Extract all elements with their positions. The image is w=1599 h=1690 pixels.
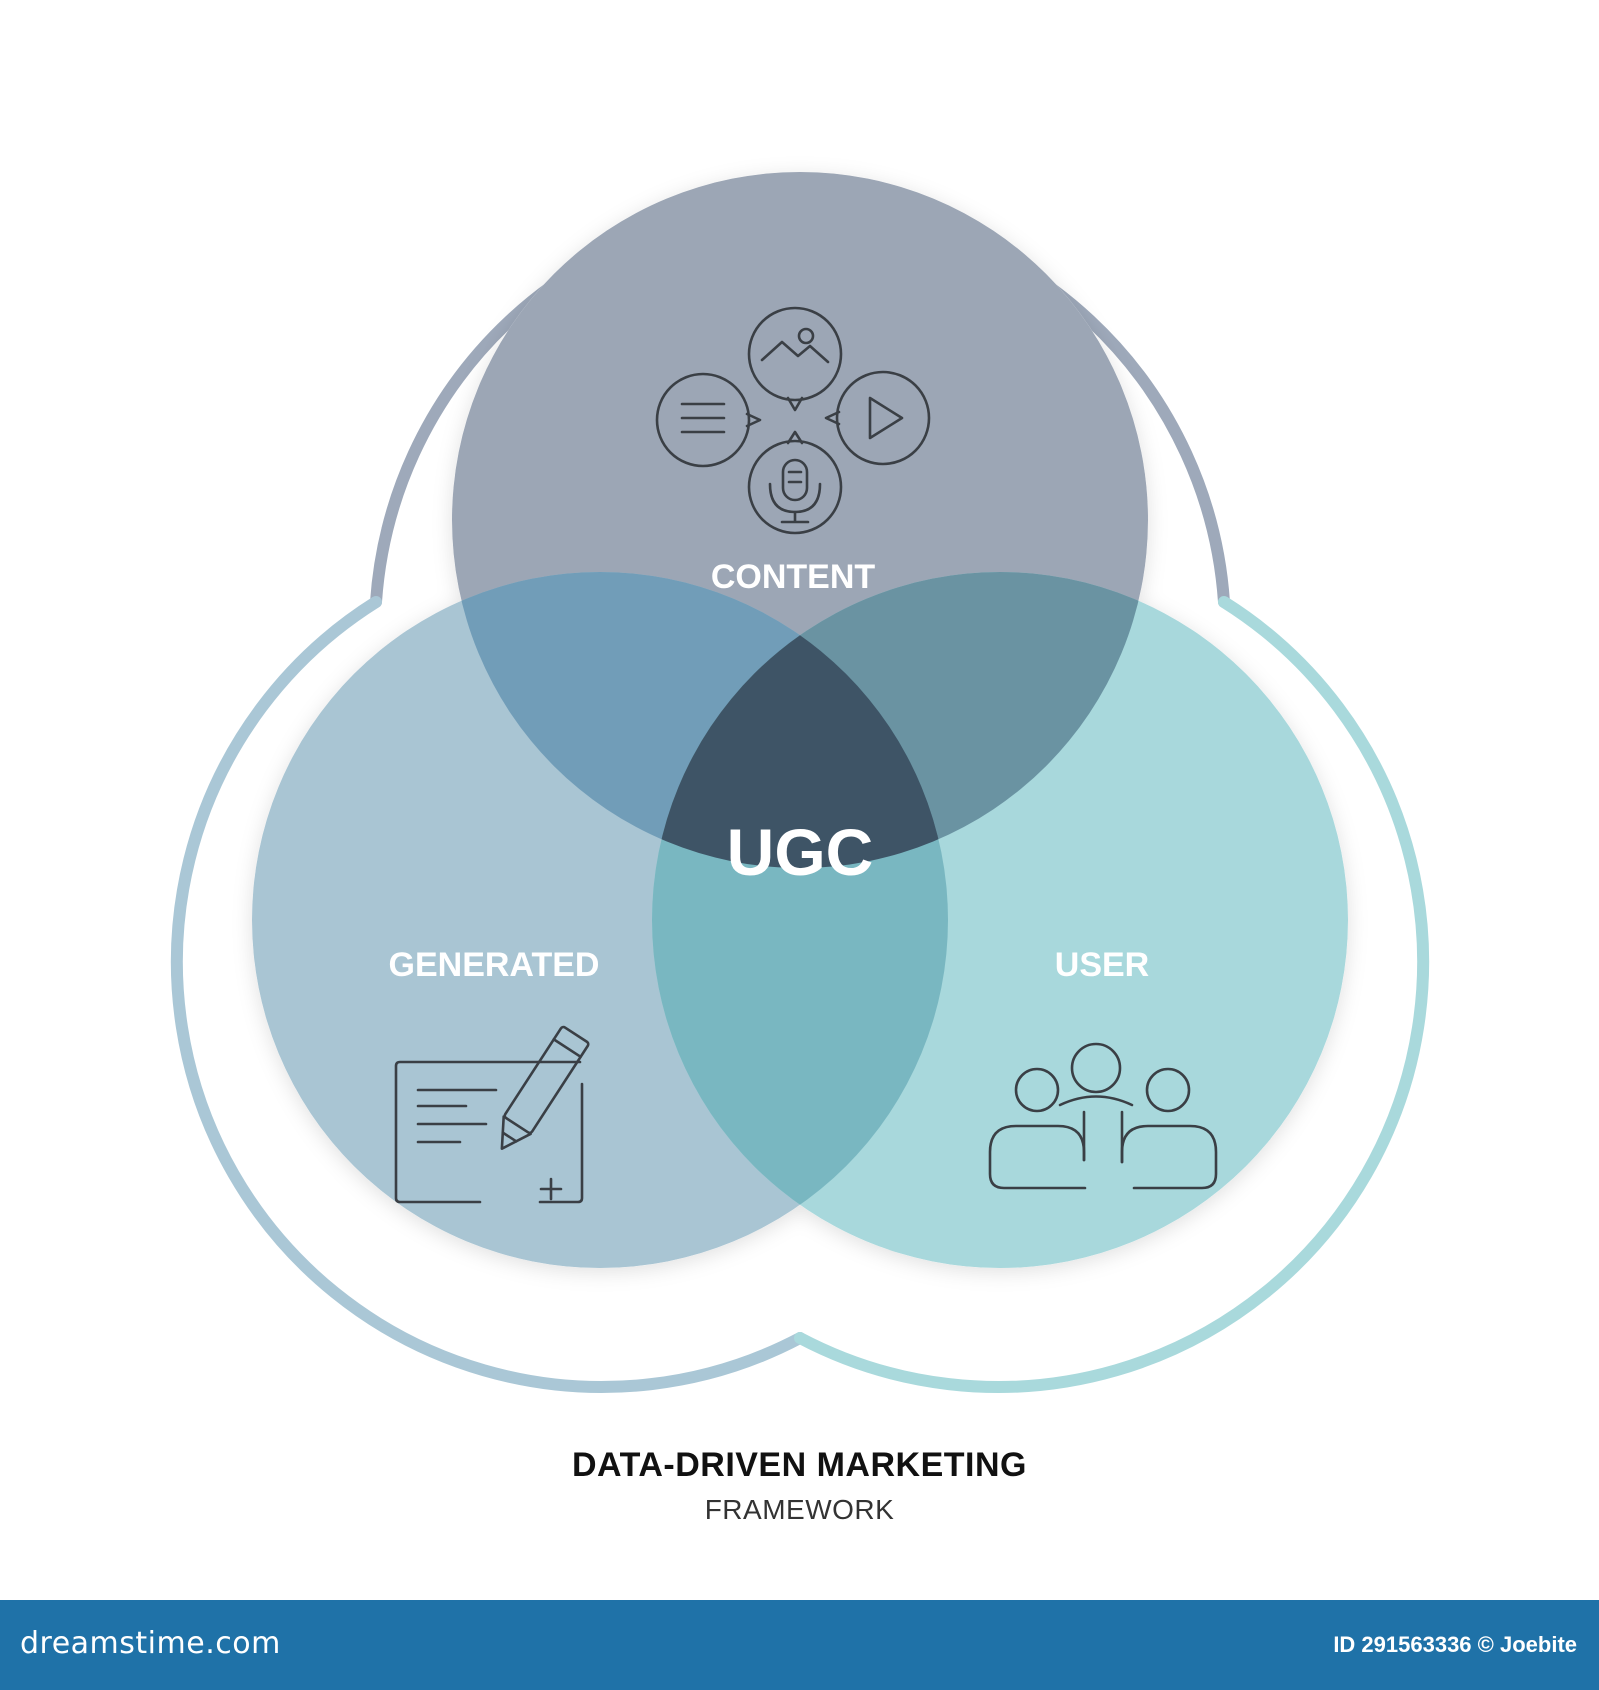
circle-label-generated: GENERATED (389, 946, 600, 984)
user-group-icon (988, 1042, 1218, 1190)
center-label: UGC (727, 815, 874, 889)
caption-subtitle: FRAMEWORK (704, 1494, 895, 1525)
footer-site: dreamstime.com (20, 1626, 281, 1661)
venn-diagram: UGC CONTENT GENERATED USER (170, 172, 1430, 1393)
circle-label-user: USER (1055, 946, 1149, 984)
write-pen-icon (394, 1025, 590, 1204)
overlap-center (652, 572, 948, 868)
content-formats-icon (655, 306, 931, 535)
footer-credit: ID 291563336 © Joebite (1333, 1632, 1577, 1657)
watermark-footer: dreamstime.com ID 291563336 © Joebite (0, 1600, 1599, 1690)
circle-label-content: CONTENT (711, 558, 876, 596)
caption-title: DATA-DRIVEN MARKETING (572, 1446, 1027, 1484)
